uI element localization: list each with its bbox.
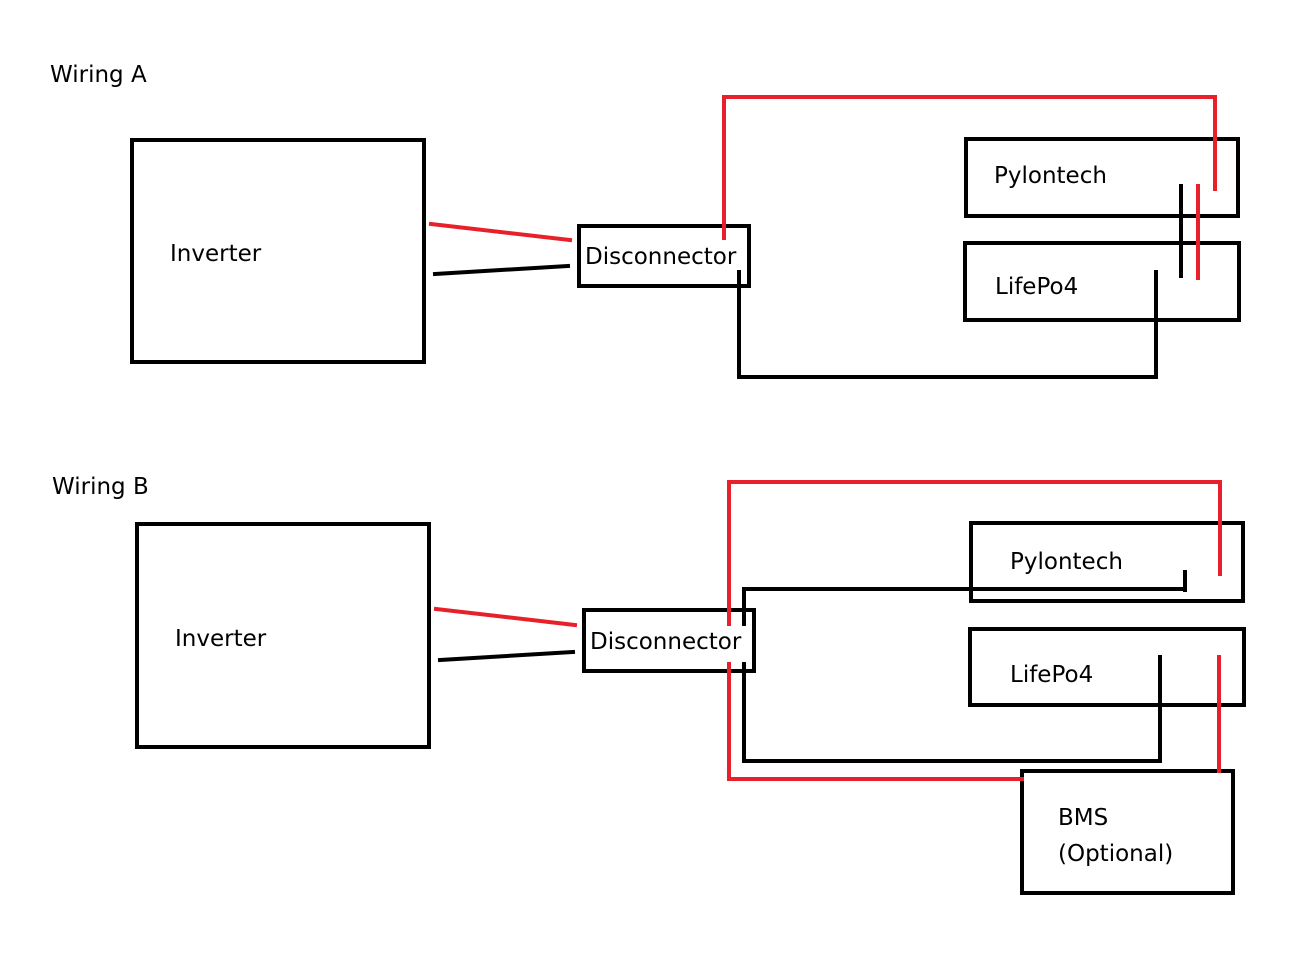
wiring-a-pylontech-box: [964, 137, 1240, 218]
wiring-a-positive-wire-inverter: [428, 221, 573, 243]
wiring-a-lifepo4-box: [963, 241, 1241, 322]
wiring-b-negative-wire-inverter: [437, 649, 576, 663]
wiring-b-positive-wire-inverter: [433, 606, 578, 628]
wiring-a-positive-wire-pylontech: [722, 95, 1217, 240]
wiring-b-inverter-box: [135, 522, 431, 749]
wiring-b-negative-wire-lifepo4: [742, 655, 1162, 763]
wiring-b-diagram: Wiring B Inverter Disconnector Pylontech…: [52, 474, 1246, 895]
wiring-b-inverter-label: Inverter: [175, 626, 267, 652]
wiring-a-negative-wire-lifepo4: [737, 270, 1158, 379]
wiring-b-bms-optional-label: (Optional): [1058, 841, 1173, 867]
wiring-b-pylontech-label: Pylontech: [1010, 549, 1123, 575]
wiring-b-bms-box: [1020, 769, 1235, 895]
wiring-a-disconnector-label: Disconnector: [585, 244, 737, 270]
wiring-a-pylontech-label: Pylontech: [994, 163, 1107, 189]
wiring-a-lifepo4-label: LifePo4: [995, 274, 1078, 300]
wiring-a-inverter-box: [130, 138, 426, 364]
wiring-a-diagram: Wiring A Inverter Disconnector Pylontech…: [50, 62, 1241, 379]
wiring-b-lifepo4-label: LifePo4: [1010, 662, 1093, 688]
wiring-b-lifepo4-box: [968, 627, 1246, 707]
wiring-b-disconnector-label: Disconnector: [590, 629, 742, 655]
wiring-b-bms-label: BMS: [1058, 805, 1108, 831]
wiring-b-title: Wiring B: [52, 474, 149, 500]
wiring-b-disconnector-box: [582, 608, 756, 673]
wiring-a-title: Wiring A: [50, 62, 147, 88]
wiring-a-negative-wire-inverter: [432, 263, 571, 277]
wiring-b-pylontech-box: [969, 521, 1245, 603]
wiring-a-disconnector-box: [577, 224, 751, 288]
wiring-b-positive-wire-bms: [727, 662, 1024, 781]
wiring-b-negative-wire-pylontech: [742, 587, 1187, 626]
wiring-b-positive-wire-pylontech: [727, 480, 1222, 626]
wiring-a-inverter-label: Inverter: [170, 241, 262, 267]
